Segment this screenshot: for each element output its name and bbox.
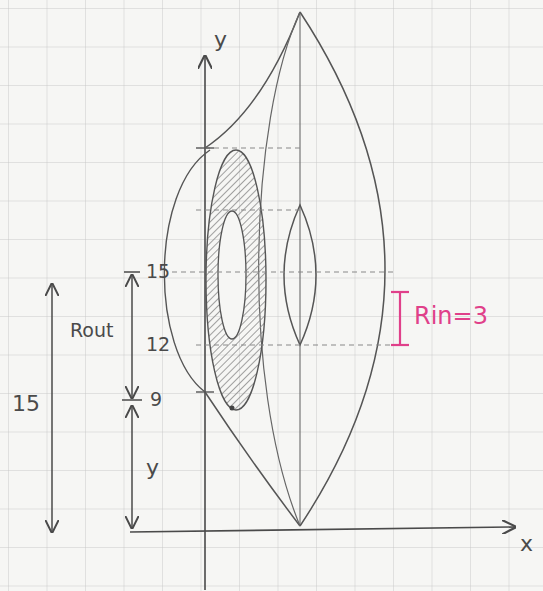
radius-bracket <box>399 292 401 345</box>
dimension-label: Rout <box>70 320 113 341</box>
dimension-label: 15 <box>12 392 40 416</box>
x-axis <box>130 527 515 532</box>
y-axis <box>204 56 206 590</box>
dimension-tick <box>122 399 142 401</box>
point <box>230 406 235 411</box>
dimension-label: y <box>146 456 159 480</box>
axis-label: y <box>214 28 227 52</box>
solid-outline <box>300 12 385 526</box>
guide-line <box>205 148 300 149</box>
solid-outline <box>164 150 210 392</box>
dimension-label: Rin=3 <box>414 303 488 329</box>
dimension-tick <box>124 271 140 273</box>
tick-label: 15 <box>146 261 170 282</box>
hole-outline <box>284 205 316 345</box>
axis-label: x <box>520 532 533 556</box>
tick-label: 9 <box>150 389 162 410</box>
guide-line <box>172 272 395 273</box>
washer-hole <box>218 211 246 339</box>
washer-slice <box>206 150 266 410</box>
dimension-arrow <box>131 275 133 398</box>
axis-line <box>299 14 300 526</box>
generating-curve <box>205 12 300 148</box>
generating-curve <box>205 392 300 526</box>
tick-mark <box>196 147 214 148</box>
radius-bracket <box>391 344 409 346</box>
tick-mark <box>196 391 214 392</box>
guide-line <box>196 345 395 346</box>
dimension-arrow <box>131 406 133 528</box>
tick-label: 12 <box>146 334 170 355</box>
dimension-arrow <box>51 284 53 532</box>
radius-bracket <box>391 291 409 293</box>
guide-line <box>196 210 300 211</box>
